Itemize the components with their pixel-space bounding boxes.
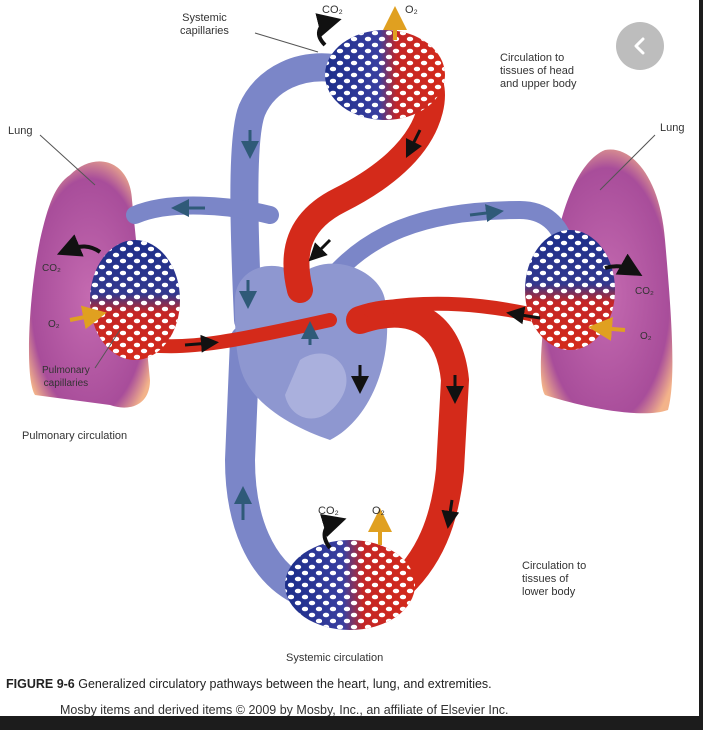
heart	[235, 263, 388, 440]
label-co2-right: CO₂	[635, 286, 654, 297]
caption-text: Generalized circulatory pathways between…	[74, 677, 492, 691]
label-lung-left: Lung	[8, 125, 33, 137]
label-co2-bottom: CO₂	[318, 505, 339, 517]
label-o2-bottom: O₂	[372, 505, 385, 517]
systemic-capillaries-top	[325, 30, 445, 120]
pulmonary-capillaries-left	[90, 240, 180, 360]
bottom-edge	[0, 716, 703, 730]
co2-arrow-right	[604, 253, 643, 276]
co2-arrow-left	[56, 234, 102, 257]
pulmonary-capillaries-right	[525, 230, 615, 350]
co2-arrow-bottom	[320, 513, 347, 550]
label-o2-top: O₂	[405, 4, 418, 16]
back-button[interactable]	[616, 22, 664, 70]
label-circulation-lower: Circulation to tissues of lower body	[522, 560, 587, 598]
leader-systemic-capillaries	[254, 32, 319, 53]
leader-pulmonary-capillaries	[94, 329, 121, 369]
o2-arrow-right	[588, 316, 626, 341]
flow-arrow	[469, 204, 504, 223]
leader-lung-right	[599, 134, 656, 191]
copyright-credit: Mosby items and derived items © 2009 by …	[60, 703, 509, 717]
flow-arrow	[441, 499, 460, 529]
label-pulmonary-circulation: Pulmonary circulation	[22, 430, 128, 442]
flow-arrow	[405, 129, 423, 159]
label-pulmonary-capillaries: Pulmonary capillaries	[42, 365, 90, 389]
chevron-left-icon	[634, 37, 645, 55]
flow-arrow	[184, 334, 219, 353]
right-edge	[699, 0, 703, 730]
flow-arrow	[308, 238, 332, 262]
pulmonary-artery-right	[306, 201, 574, 309]
o2-arrow-left	[69, 305, 107, 330]
systemic-capillaries-bottom	[285, 540, 415, 630]
label-circulation-head: Circulation to tissues of head and upper…	[500, 52, 577, 90]
pulmonary-artery-left	[126, 196, 279, 224]
label-systemic-capillaries: Systemic capillaries	[180, 12, 229, 37]
label-co2-left: CO₂	[42, 263, 61, 274]
pulmonary-vein-left	[143, 313, 337, 354]
vein-upper-body	[230, 53, 359, 334]
label-co2-top: CO₂	[322, 4, 343, 16]
flow-arrow	[506, 306, 541, 325]
label-o2-right: O₂	[640, 331, 652, 342]
label-o2-left: O₂	[48, 319, 60, 330]
figure-number: FIGURE 9-6	[6, 677, 75, 691]
figure-caption: FIGURE 9-6 Generalized circulatory pathw…	[6, 677, 492, 691]
leader-lung-left	[39, 134, 96, 186]
label-lung-right: Lung	[660, 122, 685, 134]
label-systemic-circulation: Systemic circulation	[286, 652, 384, 664]
co2-arrow-top	[315, 13, 342, 47]
